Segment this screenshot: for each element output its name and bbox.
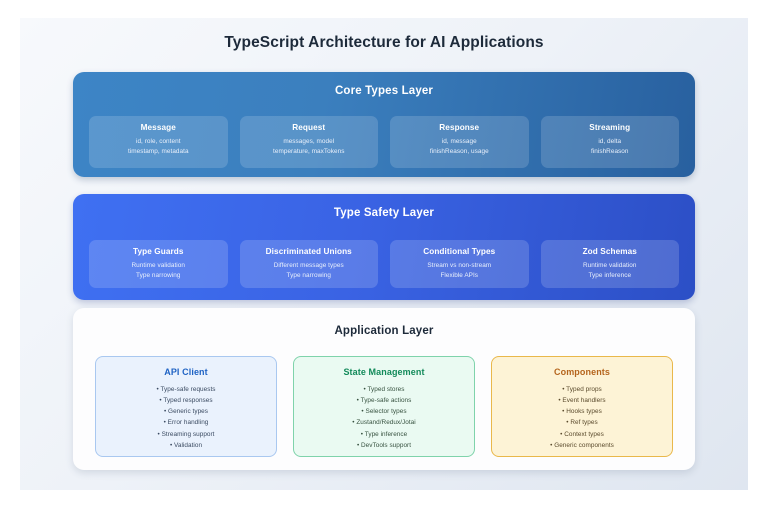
card-detail-line: id, role, content (135, 138, 181, 146)
card-list-item: • Typed props (562, 385, 602, 393)
card-list-item: • Streaming support (157, 430, 215, 438)
core-card-streaming[interactable]: Streaming id, delta finishReason (540, 116, 679, 168)
card-detail-line: messages, model (283, 138, 335, 146)
card-title: Request (292, 123, 326, 132)
card-detail-line: timestamp, metadata (127, 148, 189, 156)
card-list-item: • Validation (169, 441, 203, 449)
application-layer-title: Application Layer (334, 325, 434, 337)
card-list-item: • Hooks types (562, 408, 602, 416)
card-detail-line: finishReason (590, 148, 629, 156)
core-types-card-row: Message id, role, content timestamp, met… (89, 116, 679, 168)
card-detail-line: Type narrowing (286, 272, 331, 280)
card-detail-line: Runtime validation (583, 262, 637, 270)
card-list-item: • Error handling (163, 419, 209, 427)
card-detail-line: Stream vs non-stream (427, 262, 492, 270)
card-detail-line: finishReason, usage (429, 148, 489, 156)
card-detail-line: Type inference (588, 272, 632, 280)
card-title: State Management (343, 367, 425, 377)
card-title: Components (554, 367, 610, 377)
card-list-item: • Generic types (163, 408, 209, 416)
card-list-item: • Selector types (361, 408, 407, 416)
card-title: Discriminated Unions (265, 247, 352, 256)
card-detail-line: temperature, maxTokens (273, 148, 345, 156)
card-list-item: • Typed responses (159, 396, 213, 404)
app-card-components[interactable]: Components • Typed props • Event handler… (491, 356, 673, 457)
card-list-item: • DevTools support (356, 441, 412, 449)
card-title: Conditional Types (423, 247, 496, 256)
safety-card-discriminated-unions[interactable]: Discriminated Unions Different message t… (239, 240, 378, 288)
application-layer: Application Layer API Client • Type-safe… (73, 308, 695, 470)
card-title: Message (140, 123, 176, 132)
page-title: TypeScript Architecture for AI Applicati… (224, 34, 544, 51)
card-detail-line: Flexible APIs (440, 272, 479, 280)
card-list-item: • Generic components (550, 441, 614, 449)
card-list-item: • Type inference (360, 430, 408, 438)
card-detail-line: Type narrowing (136, 272, 181, 280)
type-safety-layer-title: Type Safety Layer (333, 207, 435, 219)
card-title: Response (439, 123, 480, 132)
core-card-response[interactable]: Response id, message finishReason, usage (390, 116, 529, 168)
card-list-item: • Zustand/Redux/Jotai (352, 419, 416, 427)
safety-card-type-guards[interactable]: Type Guards Runtime validation Type narr… (89, 240, 228, 288)
safety-card-zod-schemas[interactable]: Zod Schemas Runtime validation Type infe… (540, 240, 679, 288)
app-card-api-client[interactable]: API Client • Type-safe requests • Typed … (95, 356, 277, 457)
core-card-message[interactable]: Message id, role, content timestamp, met… (89, 116, 228, 168)
app-card-state-management[interactable]: State Management • Typed stores • Type-s… (293, 356, 475, 457)
card-title: Type Guards (132, 247, 184, 256)
card-list-item: • Ref types (566, 419, 598, 427)
card-detail-line: id, delta (598, 138, 622, 146)
card-detail-line: Different message types (273, 262, 344, 270)
card-list-item: • Event handlers (558, 396, 606, 404)
card-title: Zod Schemas (582, 247, 637, 256)
card-list-item: • Type-safe actions (356, 396, 412, 404)
diagram-canvas: TypeScript Architecture for AI Applicati… (20, 18, 748, 490)
application-card-row: API Client • Type-safe requests • Typed … (95, 356, 673, 457)
type-safety-card-row: Type Guards Runtime validation Type narr… (89, 240, 679, 288)
card-list-item: • Context types (560, 430, 604, 438)
core-types-layer-title: Core Types Layer (334, 85, 434, 97)
safety-card-conditional-types[interactable]: Conditional Types Stream vs non-stream F… (390, 240, 529, 288)
card-list-item: • Typed stores (363, 385, 405, 393)
card-detail-line: id, message (441, 138, 477, 146)
core-types-layer: Core Types Layer Message id, role, conte… (73, 72, 695, 177)
card-detail-line: Runtime validation (131, 262, 185, 270)
core-card-request[interactable]: Request messages, model temperature, max… (239, 116, 378, 168)
card-title: Streaming (589, 123, 631, 132)
card-title: API Client (164, 367, 208, 377)
card-list-item: • Type-safe requests (156, 385, 216, 393)
type-safety-layer: Type Safety Layer Type Guards Runtime va… (73, 194, 695, 300)
